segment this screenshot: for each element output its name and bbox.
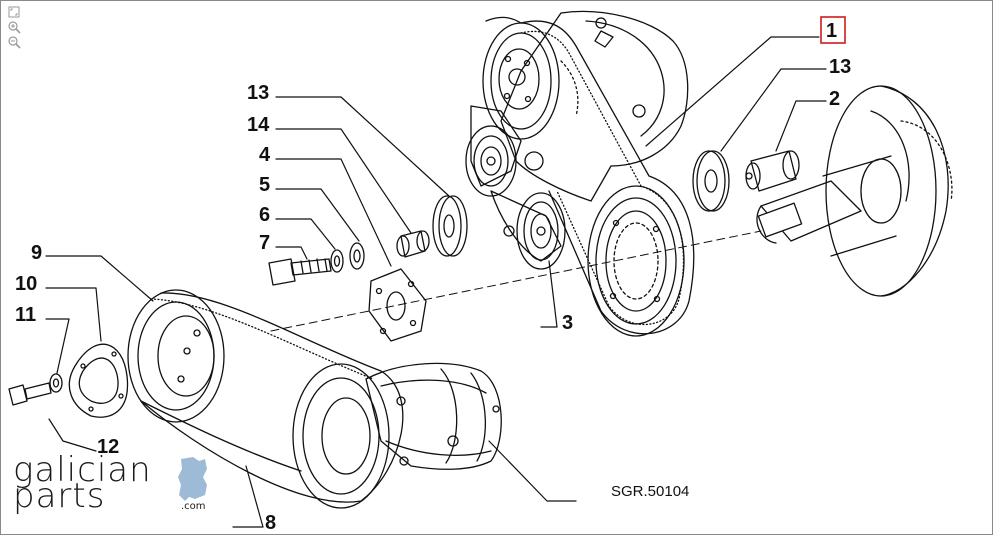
bolt-12 (8, 382, 52, 406)
middle-pulley (465, 125, 517, 197)
zoom-in-icon[interactable] (7, 20, 21, 34)
callout-11[interactable]: 11 (15, 304, 36, 326)
serpentine-belt (485, 16, 695, 335)
callout-6[interactable]: 6 (259, 204, 270, 226)
drawing-reference-code: SGR.50104 (611, 483, 689, 500)
callout-5[interactable]: 5 (259, 174, 270, 196)
fit-icon[interactable] (7, 5, 21, 19)
zoom-toolbar (7, 5, 21, 49)
bush-2 (745, 150, 800, 192)
callout-13-left[interactable]: 13 (247, 82, 269, 104)
bolt-7 (268, 258, 332, 286)
callout-1[interactable]: 1 (826, 20, 837, 42)
callout-9[interactable]: 9 (31, 242, 42, 264)
compressor-pulley-assembly (127, 289, 404, 509)
crankshaft (756, 85, 953, 297)
upper-pulley (482, 22, 560, 140)
gasket-10 (68, 343, 129, 418)
callout-8[interactable]: 8 (265, 512, 276, 534)
callout-12[interactable]: 12 (97, 436, 119, 458)
washer-6 (330, 249, 344, 273)
flange-4 (368, 268, 427, 342)
logo-line-parts: parts (13, 476, 106, 516)
logo-domain-suffix: .com (181, 501, 206, 512)
callout-4[interactable]: 4 (259, 144, 271, 166)
logo-line-galician: galician (13, 450, 152, 490)
callout-14[interactable]: 14 (247, 114, 270, 136)
washer-11 (49, 373, 63, 393)
compressor-body (365, 362, 502, 470)
tensioner-pulley (516, 192, 566, 270)
washer-5 (349, 242, 365, 270)
galicianparts-logo[interactable]: galician parts .com (13, 453, 223, 517)
callout-2[interactable]: 2 (829, 88, 840, 110)
highlighted-callout-box (820, 16, 846, 44)
galicia-map-icon (178, 457, 207, 501)
washer-13-upper (692, 150, 730, 212)
assembly-axis-line (270, 230, 762, 332)
callout-3[interactable]: 3 (562, 312, 573, 334)
callout-7[interactable]: 7 (259, 232, 270, 254)
washer-13-lower (432, 195, 468, 257)
callout-leader-lines (45, 36, 827, 528)
callout-13-right[interactable]: 13 (829, 56, 851, 78)
callout-10[interactable]: 10 (15, 273, 37, 295)
zoom-out-icon[interactable] (7, 35, 21, 49)
spacer-14 (396, 230, 430, 258)
